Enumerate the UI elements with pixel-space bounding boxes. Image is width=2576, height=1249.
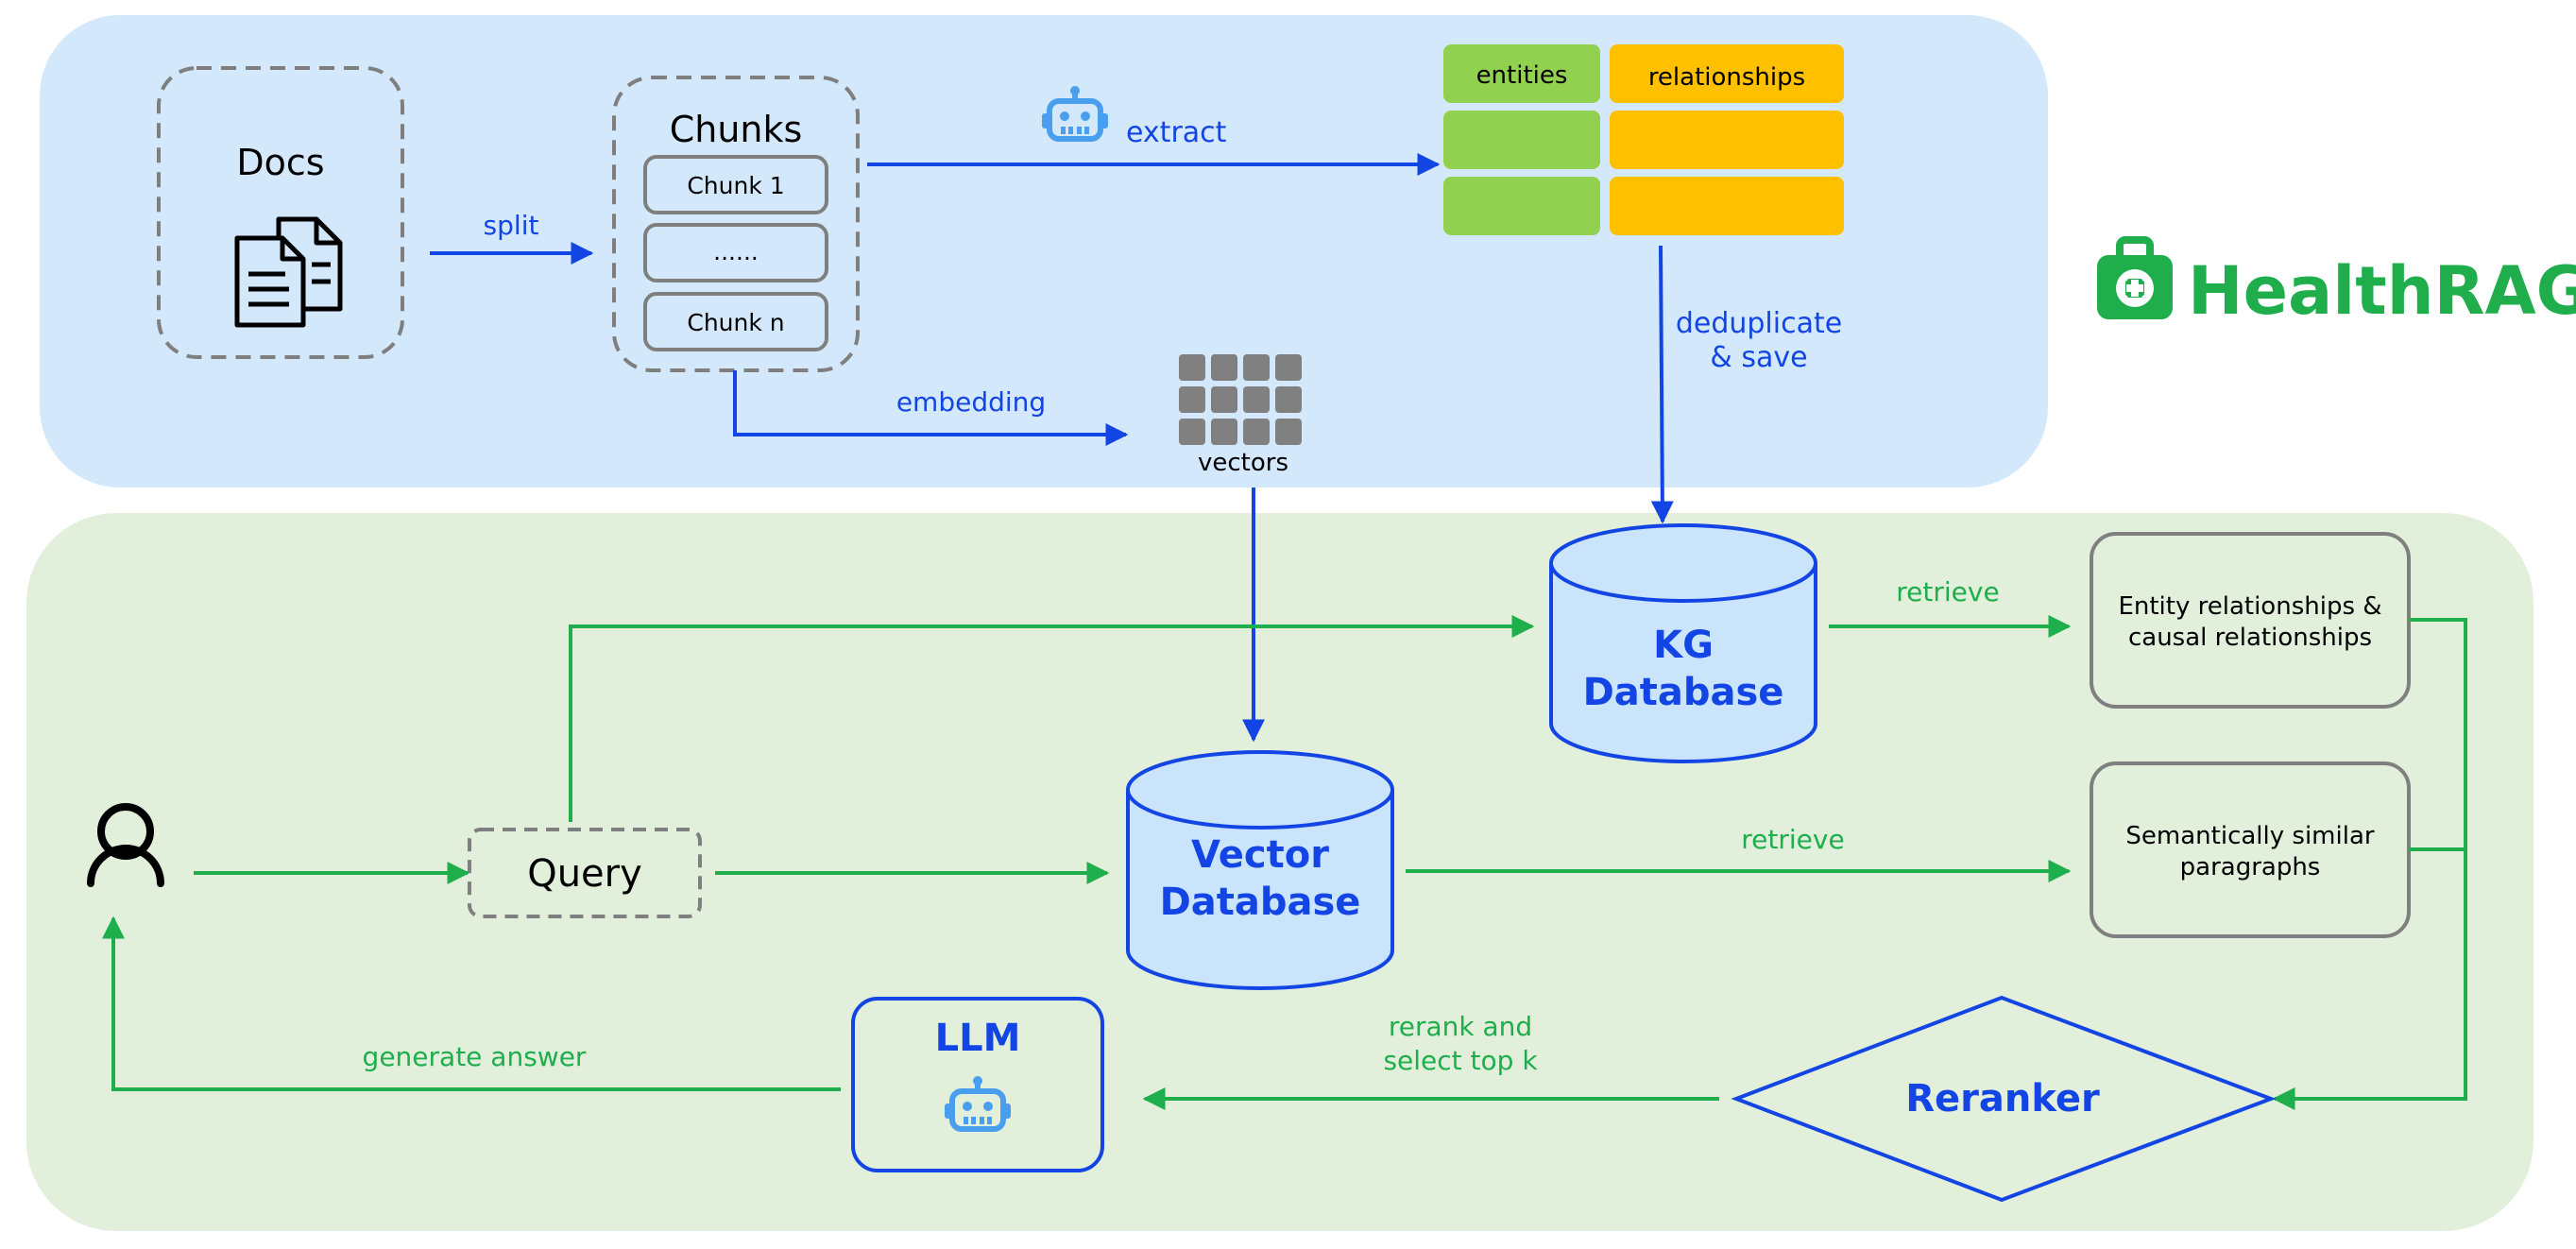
- chunks-title: Chunks: [670, 109, 803, 150]
- query-to-kg-db-arrow: [569, 615, 1535, 822]
- kg-result-text: causal relationships: [2128, 624, 2372, 652]
- kg-retrieve-label: retrieve: [1896, 576, 1999, 607]
- kg-database: KG Database: [1549, 523, 1817, 763]
- deduplicate-label: deduplicate: [1676, 307, 1842, 340]
- vector-db-label: Database: [1160, 881, 1361, 924]
- vector-result-text: Semantically similar: [2125, 822, 2374, 850]
- rerank-label: rerank and: [1389, 1011, 1532, 1042]
- kg-result-to-reranker-line: [2272, 618, 2467, 1110]
- grid-icon: [1179, 354, 1302, 445]
- llm-box: LLM: [851, 997, 1104, 1172]
- relationships-label: relationships: [1648, 63, 1805, 92]
- entity-relationship-table: entities relationships: [1443, 44, 1844, 235]
- kg-result-text: Entity relationships &: [2118, 592, 2381, 621]
- kg-db-label: Database: [1583, 671, 1784, 714]
- reranker: Reranker: [1731, 995, 2277, 1203]
- user-icon: [87, 803, 164, 887]
- docs-box: Docs: [157, 66, 404, 359]
- entities-header: [1443, 44, 1600, 103]
- relationships-cell: [1610, 111, 1844, 169]
- generate-answer-label: generate answer: [363, 1041, 587, 1072]
- chunk-item: [643, 155, 828, 214]
- brand-name: HealthRAG: [2188, 252, 2576, 330]
- rerank-label: select top k: [1383, 1045, 1538, 1076]
- deduplicate-label: & save: [1710, 341, 1807, 374]
- embedding-label: embedding: [896, 386, 1046, 418]
- relationships-cell: [1610, 177, 1844, 235]
- brand-logo: HealthRAG: [2097, 236, 2576, 330]
- chunks-box: Chunks Chunk 1 ...... Chunk n: [612, 76, 860, 372]
- query-label: Query: [527, 852, 642, 896]
- entities-cell: [1443, 177, 1600, 235]
- vectors-label: vectors: [1198, 449, 1288, 477]
- docs-title: Docs: [236, 142, 324, 183]
- vector-database: Vector Database: [1126, 750, 1394, 990]
- chunk-item-label: Chunk 1: [687, 172, 784, 199]
- chunk-item-label: Chunk n: [687, 309, 784, 336]
- vector-result-box: Semantically similar paragraphs: [2090, 761, 2411, 938]
- llm-label: LLM: [935, 1017, 1021, 1060]
- split-label: split: [484, 210, 539, 241]
- chunk-item: [643, 223, 828, 282]
- vector-result-text: paragraphs: [2180, 853, 2321, 881]
- medical-kit-icon: [2097, 236, 2173, 319]
- deduplicate-arrow: [1650, 245, 1674, 524]
- chunk-item: [643, 292, 828, 351]
- entities-cell: [1443, 111, 1600, 169]
- documents-icon: [234, 216, 343, 328]
- relationships-header: [1610, 44, 1844, 103]
- kg-db-label: KG: [1653, 624, 1714, 667]
- kg-result-box: Entity relationships & causal relationsh…: [2090, 532, 2411, 709]
- chunk-item-label: ......: [713, 238, 759, 265]
- query-box: Query: [468, 828, 702, 918]
- vector-retrieve-label: retrieve: [1741, 824, 1844, 855]
- embedding-arrow: [733, 370, 1129, 446]
- generate-answer-arrow: [102, 915, 841, 1091]
- entities-label: entities: [1476, 61, 1568, 90]
- reranker-label: Reranker: [1905, 1077, 2100, 1121]
- vector-db-label: Vector: [1191, 833, 1329, 877]
- extract-label: extract: [1126, 116, 1227, 149]
